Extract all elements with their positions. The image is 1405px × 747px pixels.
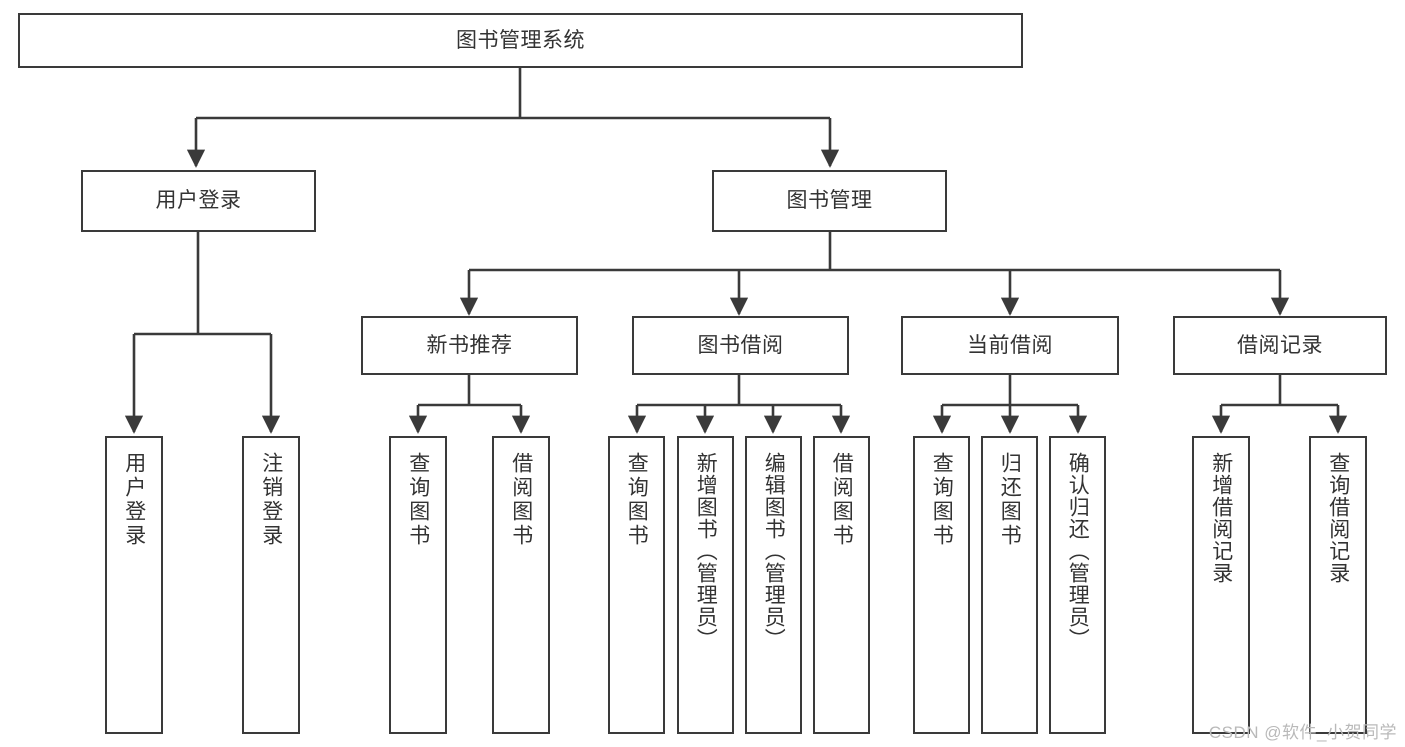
node-label: 借阅记录 [1237,333,1323,357]
node-label: 当前借阅 [967,333,1053,357]
node-user-login[interactable]: 用户登录 [81,170,316,232]
node-label: 用户登录 [122,452,146,548]
node-label: 查询借阅记录 [1326,452,1350,584]
node-current-borrow[interactable]: 当前借阅 [901,316,1119,375]
node-label: 查询图书 [625,452,649,548]
node-root-book-management-system[interactable]: 图书管理系统 [18,13,1023,68]
leaf-current-borrow-confirm-return-admin[interactable]: 确认归还（管理员） [1049,436,1106,734]
node-label: 新书推荐 [426,333,513,357]
node-borrow-record[interactable]: 借阅记录 [1173,316,1387,375]
leaf-book-borrow-query-books[interactable]: 查询图书 [608,436,665,734]
node-label: 查询图书 [930,452,954,548]
leaf-user-login-logout[interactable]: 注销登录 [242,436,300,734]
leaf-book-borrow-add-book-admin[interactable]: 新增图书（管理员） [677,436,734,734]
leaf-borrow-record-add-record[interactable]: 新增借阅记录 [1192,436,1250,734]
leaf-borrow-record-query-record[interactable]: 查询借阅记录 [1309,436,1367,734]
watermark: CSDN @软件_小贺同学 [1208,723,1397,742]
node-label: 确认归还（管理员） [1066,452,1090,650]
node-label: 新增图书（管理员） [694,452,718,650]
node-label: 借阅图书 [509,452,533,548]
node-label: 用户登录 [155,189,242,213]
node-new-book-recommend[interactable]: 新书推荐 [361,316,578,375]
node-book-borrow[interactable]: 图书借阅 [632,316,849,375]
node-label: 归还图书 [998,452,1022,548]
node-label: 图书借阅 [697,333,784,357]
leaf-new-book-borrow-books[interactable]: 借阅图书 [492,436,550,734]
node-label: 查询图书 [406,452,430,548]
leaf-current-borrow-return-books[interactable]: 归还图书 [981,436,1038,734]
leaf-book-borrow-edit-book-admin[interactable]: 编辑图书（管理员） [745,436,802,734]
node-book-management[interactable]: 图书管理 [712,170,947,232]
node-label: 图书管理 [786,189,873,213]
leaf-new-book-query-books[interactable]: 查询图书 [389,436,447,734]
leaf-book-borrow-borrow-books[interactable]: 借阅图书 [813,436,870,734]
node-label: 图书管理系统 [456,28,585,52]
node-label: 注销登录 [259,452,283,548]
node-label: 编辑图书（管理员） [762,452,786,650]
leaf-current-borrow-query-books[interactable]: 查询图书 [913,436,970,734]
leaf-user-login-login[interactable]: 用户登录 [105,436,163,734]
node-label: 借阅图书 [830,452,854,548]
node-label: 新增借阅记录 [1209,452,1233,584]
